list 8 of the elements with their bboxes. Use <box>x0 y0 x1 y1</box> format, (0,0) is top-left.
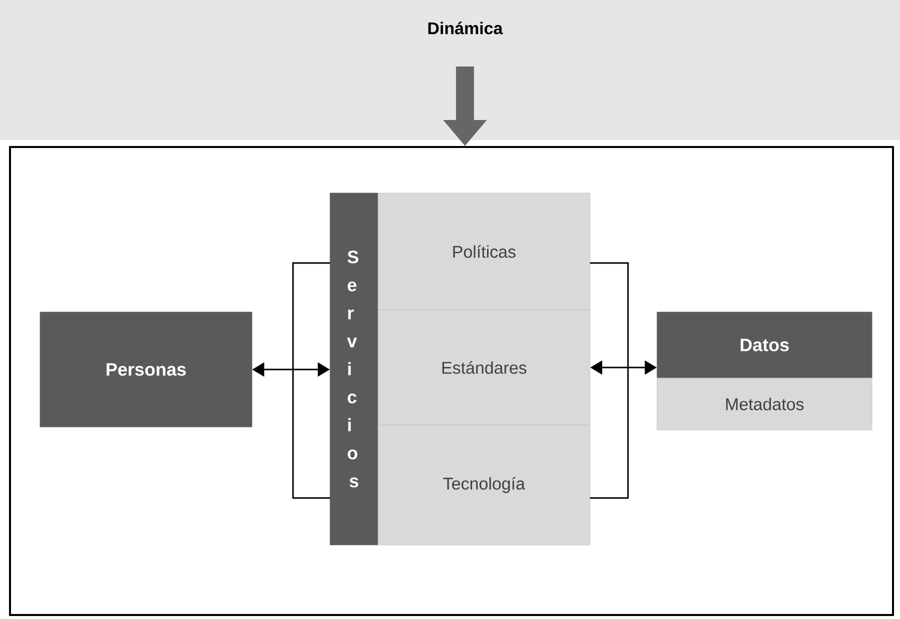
process-box: Tecnología <box>378 424 590 546</box>
process-box: Personas <box>40 312 252 428</box>
header-box: Datos <box>656 312 872 378</box>
process-box: Políticas <box>378 192 590 310</box>
process-box: Estándares <box>378 310 590 426</box>
vertical-bar: Servicios <box>330 192 378 546</box>
title-text: Dinámica <box>428 22 503 34</box>
process-box: Metadatos <box>656 378 872 430</box>
